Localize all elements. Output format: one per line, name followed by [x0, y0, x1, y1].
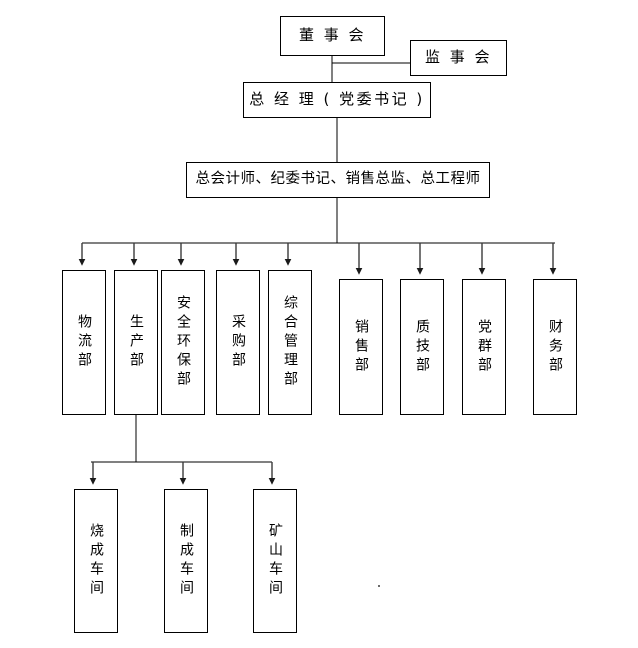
node-workshop-manufacturing-label: 制成车间 — [178, 523, 194, 599]
node-department-procurement-label: 采购部 — [230, 314, 246, 371]
node-board-of-directors-label: 董 事 会 — [298, 26, 367, 45]
node-department-quality-technology-label: 质技部 — [414, 318, 430, 376]
node-department-general-management-label: 综合管理部 — [282, 295, 298, 390]
node-workshop-manufacturing[interactable]: 制成车间 — [164, 489, 208, 633]
node-department-sales[interactable]: 销售部 — [339, 279, 383, 415]
node-department-sales-label: 销售部 — [353, 318, 369, 376]
node-senior-officers[interactable]: 总会计师、纪委书记、销售总监、总工程师 — [186, 162, 490, 198]
node-department-general-management[interactable]: 综合管理部 — [268, 270, 312, 415]
node-general-manager[interactable]: 总 经 理 ( 党委书记 ) — [243, 82, 431, 118]
node-department-safety-environment[interactable]: 安全环保部 — [161, 270, 205, 415]
node-board-of-supervisors-label: 监 事 会 — [424, 48, 493, 67]
node-general-manager-label: 总 经 理 ( 党委书记 ) — [249, 90, 425, 109]
node-department-party-affairs[interactable]: 党群部 — [462, 279, 506, 415]
node-workshop-firing-label: 烧成车间 — [88, 523, 104, 599]
node-department-finance[interactable]: 财务部 — [533, 279, 577, 415]
node-department-quality-technology[interactable]: 质技部 — [400, 279, 444, 415]
node-board-of-directors[interactable]: 董 事 会 — [280, 16, 385, 56]
node-department-procurement[interactable]: 采购部 — [216, 270, 260, 415]
node-department-party-affairs-label: 党群部 — [476, 318, 492, 376]
node-workshop-mine[interactable]: 矿山车间 — [253, 489, 297, 633]
node-department-safety-environment-label: 安全环保部 — [175, 295, 191, 390]
stray-dot-artifact — [378, 585, 380, 587]
node-workshop-firing[interactable]: 烧成车间 — [74, 489, 118, 633]
node-workshop-mine-label: 矿山车间 — [267, 523, 283, 599]
node-department-production-label: 生产部 — [128, 314, 144, 371]
node-department-logistics-label: 物流部 — [76, 314, 92, 371]
node-department-production[interactable]: 生产部 — [114, 270, 158, 415]
node-department-logistics[interactable]: 物流部 — [62, 270, 106, 415]
node-department-finance-label: 财务部 — [547, 318, 563, 376]
node-senior-officers-label: 总会计师、纪委书记、销售总监、总工程师 — [195, 171, 481, 188]
node-board-of-supervisors[interactable]: 监 事 会 — [410, 40, 507, 76]
